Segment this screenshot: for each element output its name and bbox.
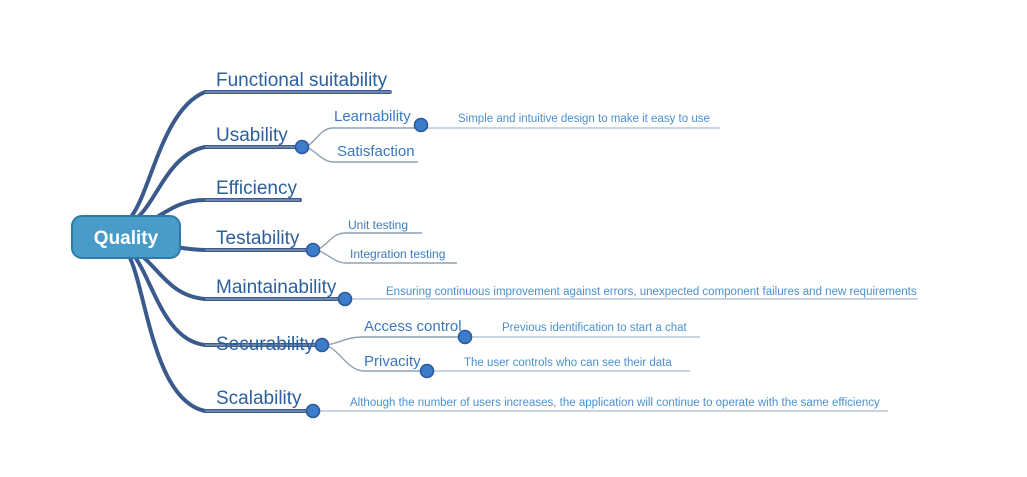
root-node-box[interactable] <box>71 215 181 259</box>
branch-label-testability[interactable]: Testability <box>216 228 300 249</box>
junction-dot-privacity[interactable] <box>419 363 435 379</box>
detail-label-maintainability: Ensuring continuous improvement against … <box>386 286 917 298</box>
level1-underlines <box>205 91 392 412</box>
junction-dots <box>294 117 473 419</box>
subbranch-label-satisfaction[interactable]: Satisfaction <box>337 143 415 160</box>
branch-label-efficiency[interactable]: Efficiency <box>216 178 297 199</box>
subbranch-label-learnability[interactable]: Learnability <box>334 108 411 125</box>
subbranch-label-unit-testing[interactable]: Unit testing <box>348 218 408 232</box>
branch-label-maintainability[interactable]: Maintainability <box>216 277 337 298</box>
root-node-label: Quality <box>94 228 159 249</box>
junction-dot-scalability[interactable] <box>305 403 321 419</box>
branch-label-securability[interactable]: Securability <box>216 334 315 355</box>
junction-dot-maintainability[interactable] <box>337 291 353 307</box>
branch-curve-securability <box>129 250 324 347</box>
branch-label-scalability[interactable]: Scalability <box>216 388 302 409</box>
branch-label-functional-suitability[interactable]: Functional suitability <box>216 70 388 91</box>
detail-label-privacity: The user controls who can see their data <box>464 357 672 369</box>
subbranch-securability-access-control <box>321 336 465 346</box>
level1-labels: Functional suitability Usability Efficie… <box>216 70 388 409</box>
junction-dot-usability[interactable] <box>294 139 310 155</box>
branch-label-usability[interactable]: Usability <box>216 125 288 146</box>
junction-dot-testability[interactable] <box>305 242 321 258</box>
branch-curve-scalability <box>126 252 315 413</box>
detail-connectors <box>313 127 918 412</box>
branch-curve-functional-suitability <box>126 90 392 222</box>
junction-dot-securability[interactable] <box>314 337 330 353</box>
subbranch-label-integration-testing[interactable]: Integration testing <box>350 247 445 261</box>
root-node[interactable]: Quality <box>71 215 181 259</box>
junction-dot-learnability[interactable] <box>413 117 429 133</box>
detail-label-learnability: Simple and intuitive design to make it e… <box>458 113 710 125</box>
level2-labels: Learnability Satisfaction Unit testing I… <box>334 108 462 370</box>
subbranch-label-privacity[interactable]: Privacity <box>364 353 421 370</box>
subbranch-label-access-control[interactable]: Access control <box>364 318 462 335</box>
detail-label-access-control: Previous identification to start a chat <box>502 322 688 334</box>
junction-dot-access-control[interactable] <box>457 329 473 345</box>
detail-labels: Simple and intuitive design to make it e… <box>350 113 917 409</box>
detail-label-scalability: Although the number of users increases, … <box>350 397 880 409</box>
